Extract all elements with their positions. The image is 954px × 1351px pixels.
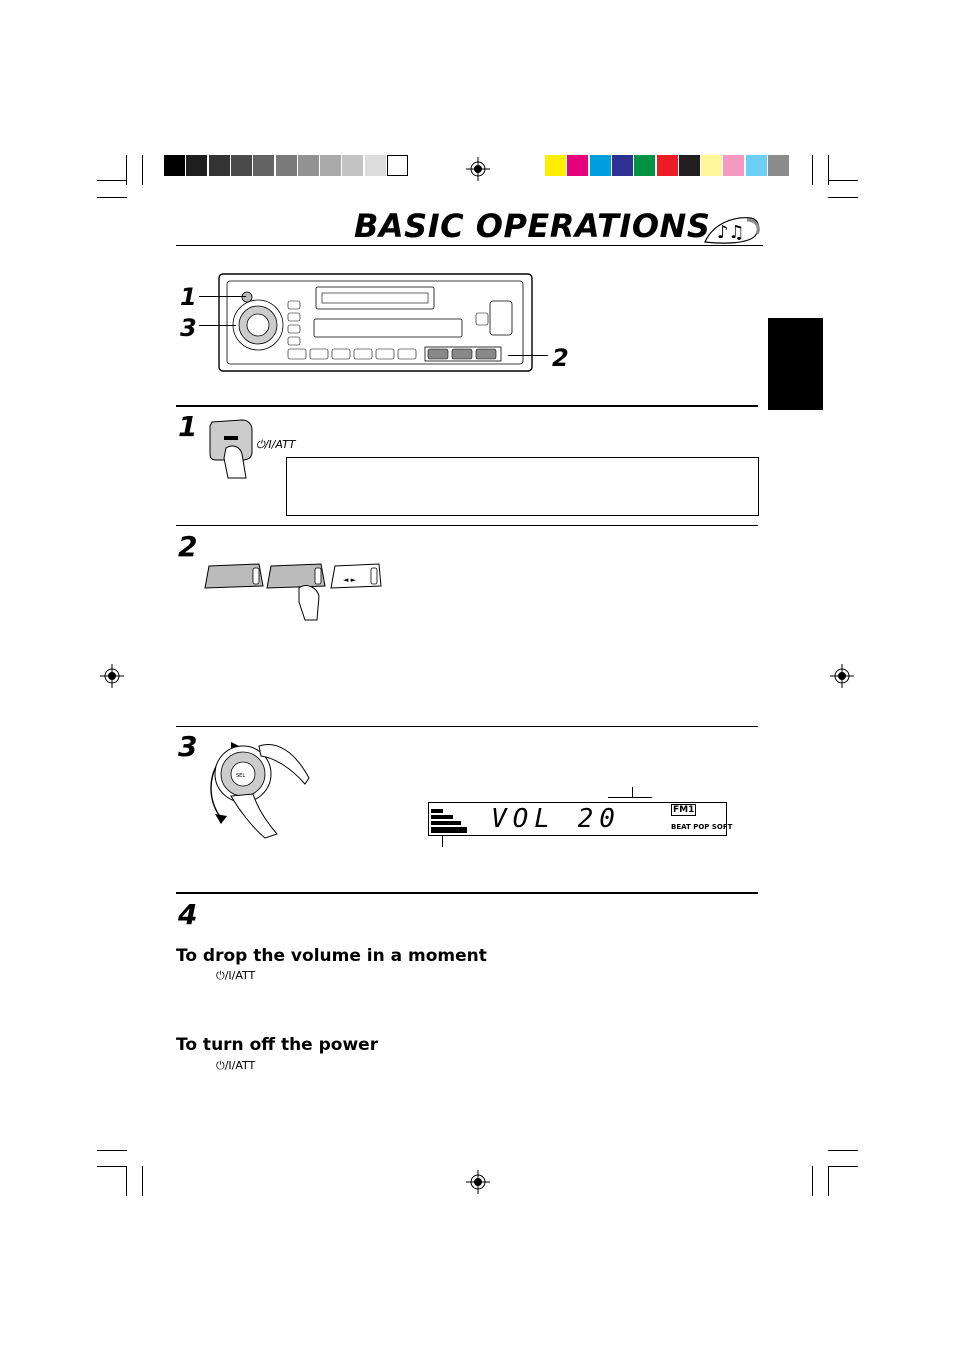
grayscale-swatch <box>297 155 319 176</box>
band-indicator: FM1 <box>671 804 697 816</box>
callout-bracket <box>608 797 652 798</box>
grayscale-swatch <box>230 155 252 176</box>
crop-mark <box>97 180 127 181</box>
step-number: 3 <box>178 730 198 763</box>
color-swatch <box>611 155 633 176</box>
sound-mode-indicators: BEAT POP SOFT <box>671 823 733 831</box>
crop-mark <box>828 1150 858 1151</box>
page-title: BASIC OPERATIONS <box>354 207 711 245</box>
svg-text:◄ ►: ◄ ► <box>343 576 357 584</box>
color-swatch <box>567 155 589 176</box>
crop-mark <box>812 155 813 185</box>
step-rule <box>176 726 758 727</box>
svg-text:♪♫: ♪♫ <box>717 222 745 243</box>
grayscale-swatch <box>253 155 275 176</box>
crop-mark <box>126 155 127 185</box>
callout-leader <box>199 296 246 297</box>
registration-target <box>830 664 854 688</box>
volume-dial-turn-illustration: SEL <box>210 742 310 839</box>
callout-leader <box>199 325 236 326</box>
callout-leader <box>508 355 548 356</box>
crop-mark <box>828 155 829 185</box>
grayscale-swatch <box>364 155 386 176</box>
color-swatch <box>545 155 566 176</box>
grayscale-swatch <box>208 155 230 176</box>
crop-mark <box>97 1166 127 1167</box>
title-rule <box>176 245 763 246</box>
crop-mark <box>828 180 858 181</box>
step-rule <box>176 892 758 894</box>
callout-number: 3 <box>180 314 197 342</box>
color-swatch <box>723 155 745 176</box>
volume-level-readout: VOL 20 <box>491 804 621 834</box>
registration-target <box>466 157 490 181</box>
crop-mark <box>126 1166 127 1196</box>
language-tab <box>768 318 823 410</box>
crop-mark <box>828 1166 829 1196</box>
grayscale-swatch <box>275 155 297 176</box>
color-swatch <box>589 155 611 176</box>
callout-leader <box>442 835 443 847</box>
music-notes-icon: ♪♫ <box>704 217 760 244</box>
grayscale-swatch <box>387 155 408 176</box>
att-button-label: ⏻/I/ATT <box>216 969 256 982</box>
step-number: 1 <box>178 410 198 443</box>
color-swatch <box>656 155 678 176</box>
crop-mark <box>828 1166 858 1167</box>
registration-target <box>466 1170 490 1194</box>
step-number: 2 <box>178 530 198 563</box>
color-swatch <box>745 155 767 176</box>
color-swatch <box>678 155 700 176</box>
color-swatch <box>701 155 723 176</box>
crop-mark <box>142 1166 143 1196</box>
grayscale-swatch <box>164 155 185 176</box>
note-box <box>286 457 759 516</box>
grayscale-swatch <box>342 155 364 176</box>
lcd-display: VOL 20 FM1 BEAT POP SOFT <box>428 802 732 836</box>
svg-text:SEL: SEL <box>236 773 245 779</box>
car-stereo-front-panel-illustration <box>218 273 533 372</box>
level-meter-icon <box>431 809 467 833</box>
grayscale-swatch <box>186 155 208 176</box>
step-rule <box>176 405 758 407</box>
power-button-press-illustration <box>209 419 253 479</box>
source-buttons-press-illustration: ◄ ► <box>204 563 382 621</box>
section-heading: To drop the volume in a moment <box>176 946 487 966</box>
callout-number: 1 <box>180 283 197 311</box>
step-rule <box>176 525 758 526</box>
section-heading: To turn off the power <box>176 1035 379 1055</box>
power-button-label: ⏻/I/ATT <box>216 1059 256 1072</box>
grayscale-swatch <box>320 155 342 176</box>
power-button-label: ⏻/I/ATT <box>256 438 296 451</box>
color-swatch <box>768 155 789 176</box>
crop-mark <box>828 197 858 198</box>
crop-mark <box>142 155 143 185</box>
crop-mark <box>97 1150 127 1151</box>
step-number: 4 <box>178 898 198 931</box>
crop-mark <box>812 1166 813 1196</box>
registration-target <box>100 664 124 688</box>
color-swatch <box>634 155 656 176</box>
crop-mark <box>97 197 127 198</box>
callout-number: 2 <box>552 344 569 372</box>
callout-leader <box>632 787 633 797</box>
